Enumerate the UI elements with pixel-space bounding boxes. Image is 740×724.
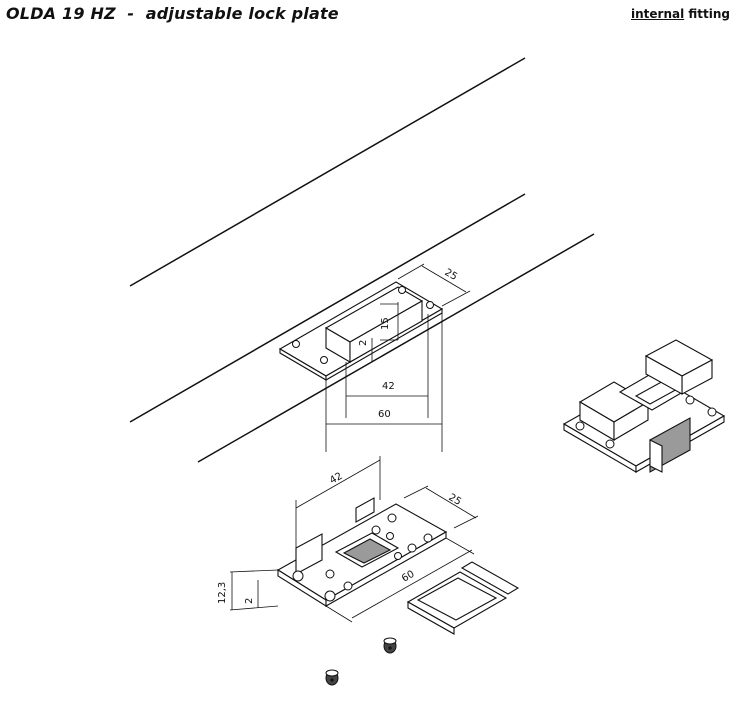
dim-plate-2: 2 <box>244 598 255 604</box>
mounted-lock-plate <box>278 281 444 381</box>
fitting-type-emphasis: internal <box>631 7 685 21</box>
grub-screw-1 <box>383 637 397 654</box>
fitting-type-rest: fitting <box>684 7 730 21</box>
dim-top-15: 15 <box>380 317 391 330</box>
top-dimensions: 25 15 2 42 60 <box>325 263 471 452</box>
grub-screw-2 <box>325 669 339 686</box>
assembled-lock-plate-view <box>562 339 726 473</box>
dim-plate-12-3: 12,3 <box>217 582 228 604</box>
fitting-type-label: internal fitting <box>631 7 730 21</box>
dim-top-42: 42 <box>382 381 395 392</box>
dim-plate-60: 60 <box>400 569 417 585</box>
dim-plate-25: 25 <box>447 492 464 508</box>
page-title: OLDA 19 HZ - adjustable lock plate <box>6 4 339 23</box>
exploded-lock-plate <box>276 497 448 607</box>
dim-top-60: 60 <box>378 409 391 420</box>
profile-lines <box>129 57 595 463</box>
plate-dimensions: 42 25 12,3 2 60 <box>217 456 479 623</box>
clip-piece <box>406 561 520 635</box>
dim-top-25: 25 <box>443 267 460 283</box>
dim-plate-42: 42 <box>328 471 345 487</box>
dim-top-2: 2 <box>358 340 369 346</box>
